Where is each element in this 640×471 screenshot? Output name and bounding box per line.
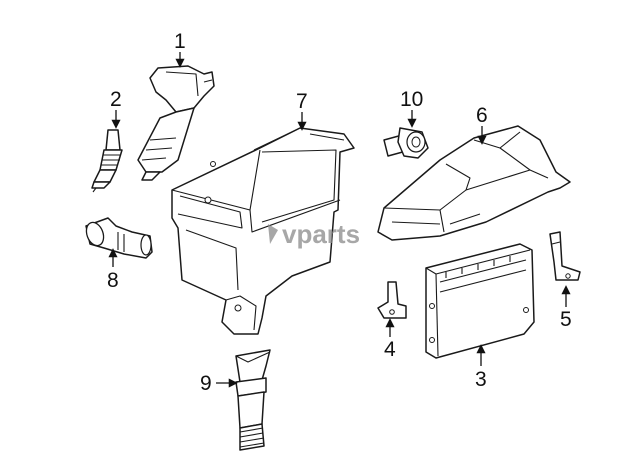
callout-6[interactable]: 6 xyxy=(476,104,488,145)
callout-number: 9 xyxy=(200,372,212,395)
ignition-coil-part[interactable] xyxy=(137,65,215,181)
callout-10[interactable]: 10 xyxy=(400,88,423,128)
callout-number: 2 xyxy=(110,88,122,111)
air-intake-hose-part[interactable] xyxy=(83,217,153,259)
watermark-text: vparts xyxy=(282,219,360,249)
callout-number: 4 xyxy=(384,338,396,361)
callout-7[interactable]: 7 xyxy=(296,90,308,131)
callout-number: 6 xyxy=(476,104,488,127)
callout-4[interactable]: 4 xyxy=(384,318,396,361)
callout-1[interactable]: 1 xyxy=(174,30,186,68)
callout-3[interactable]: 3 xyxy=(475,344,487,391)
engine-control-module-part[interactable] xyxy=(425,243,535,359)
ecm-bracket-large-part[interactable] xyxy=(549,231,581,281)
callout-number: 3 xyxy=(475,368,487,391)
callout-number: 8 xyxy=(107,269,119,292)
watermark-logo: vparts xyxy=(268,219,360,249)
callout-5[interactable]: 5 xyxy=(560,285,572,331)
brand-slash-icon xyxy=(268,224,278,244)
callout-number: 5 xyxy=(560,308,572,331)
callout-number: 10 xyxy=(400,88,423,111)
ecm-bracket-small-part[interactable] xyxy=(377,281,407,319)
callout-9[interactable]: 9 xyxy=(200,372,238,395)
callout-number: 1 xyxy=(174,30,186,53)
callout-number: 7 xyxy=(296,90,308,113)
callout-8[interactable]: 8 xyxy=(107,248,119,292)
ecm-housing-part[interactable] xyxy=(171,127,355,335)
sensor-part[interactable] xyxy=(383,127,429,159)
spark-plug-part[interactable] xyxy=(91,129,123,193)
intake-connector-part[interactable] xyxy=(235,349,271,451)
callout-2[interactable]: 2 xyxy=(110,88,122,129)
